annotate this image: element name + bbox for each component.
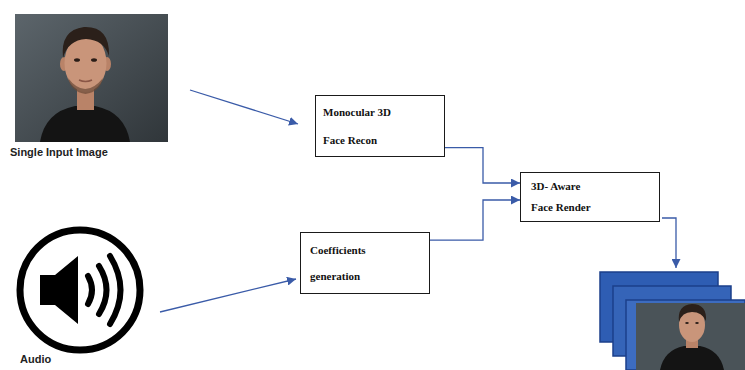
flow-connector [430, 200, 520, 240]
box-text: Monocular 3D Face Recon [323, 98, 408, 154]
box-text: 3D- Aware Face Render [531, 176, 603, 218]
flow-connector [445, 148, 520, 183]
input-photo [15, 14, 168, 142]
output-frames [600, 272, 745, 370]
process-box: Coefficients generation [300, 232, 430, 294]
output-arrow [662, 218, 676, 268]
box-text: Coefficients generation [310, 237, 386, 289]
input-arrow [190, 90, 298, 124]
speaker-icon [20, 230, 140, 350]
caption-label: Audio [20, 353, 51, 365]
process-box: Monocular 3D Face Recon [315, 95, 445, 157]
caption-label: Single Input Image [10, 146, 108, 158]
input-arrow [160, 279, 296, 312]
process-box: 3D- Aware Face Render [520, 172, 660, 222]
